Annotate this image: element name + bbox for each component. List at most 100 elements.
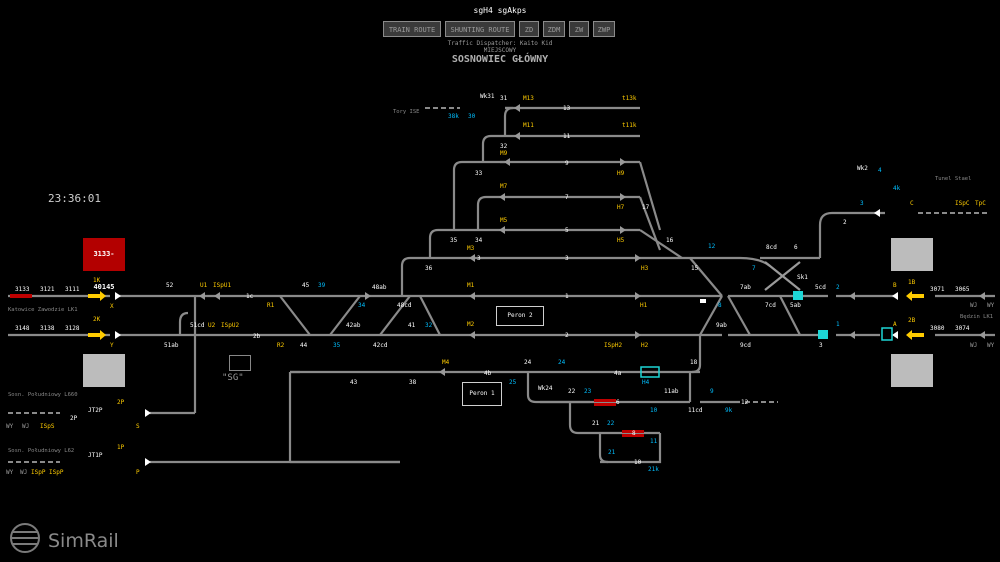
signal-icon[interactable]: [214, 292, 220, 300]
track-label: 38k: [448, 113, 459, 120]
track-label: U1: [200, 282, 208, 289]
signal-icon[interactable]: [469, 292, 475, 300]
track-label: 22: [607, 420, 615, 427]
signal-icon[interactable]: [499, 226, 505, 234]
signal-icon[interactable]: [499, 193, 505, 201]
track-label: S: [136, 423, 140, 430]
track-label: 32: [500, 143, 508, 150]
signal-icon[interactable]: [469, 331, 475, 339]
signal-icon[interactable]: [115, 331, 121, 339]
zwp-button[interactable]: ZWP: [593, 21, 615, 37]
signal-icon[interactable]: [199, 292, 205, 300]
track-label: 21k: [648, 466, 659, 473]
signal-icon[interactable]: [849, 331, 855, 339]
track-label: 21: [608, 449, 616, 456]
occupied-track-6a: [594, 399, 616, 402]
signal-icon[interactable]: [145, 409, 151, 417]
track-label: H1: [640, 302, 648, 309]
signal-icon[interactable]: [514, 104, 520, 112]
track-label: 2P: [117, 399, 125, 406]
signal-icon[interactable]: [635, 292, 641, 300]
track-label: 44: [300, 342, 308, 349]
track-label: 13: [563, 105, 571, 112]
track-label: WY: [6, 423, 14, 430]
track-label: 4k: [893, 185, 901, 192]
track-label: 2B: [908, 317, 916, 324]
block-box-right-bottom: [891, 354, 933, 387]
signal-icon[interactable]: [620, 226, 626, 234]
signal-icon[interactable]: [504, 158, 510, 166]
track-label: 2: [843, 219, 847, 226]
track-label: 51ab: [164, 342, 179, 349]
track-label: 10: [634, 459, 642, 466]
track-label: ISpC: [955, 200, 970, 207]
track-label: 9: [565, 160, 569, 167]
simrail-logo-icon: [10, 523, 40, 553]
track-label: 16: [666, 237, 674, 244]
signal-icon[interactable]: [892, 331, 898, 339]
signal-icon[interactable]: [469, 254, 475, 262]
signal-icon[interactable]: [115, 292, 121, 300]
track-label: JT1P: [88, 452, 103, 459]
track-label: 11: [650, 438, 658, 445]
signal-icon[interactable]: [979, 331, 985, 339]
marker-a: [881, 327, 893, 341]
track-label: P: [136, 469, 140, 476]
zd-button[interactable]: ZD: [519, 21, 539, 37]
signal-icon[interactable]: [365, 292, 371, 300]
occupied-track-8a: [622, 430, 644, 433]
track-label: 7ab: [740, 284, 751, 291]
signal-icon[interactable]: [892, 292, 898, 300]
signal-icon[interactable]: [635, 331, 641, 339]
track-label: 11ab: [664, 388, 679, 395]
occupied-track-8b: [622, 434, 644, 437]
track-label: M13: [523, 95, 534, 102]
direction-arrow-icon: [88, 330, 106, 340]
signal-icon[interactable]: [145, 458, 151, 466]
track-label: WJ: [20, 469, 27, 476]
signal-icon[interactable]: [849, 292, 855, 300]
track-label: 30: [468, 113, 476, 120]
dir-pold62: Sosn. Południowy L62: [8, 448, 75, 454]
track-label: M11: [523, 122, 534, 129]
dispatcher-label: Traffic Dispatcher: Kaito Kid: [447, 40, 553, 47]
tory-isc: Tory ISE: [393, 109, 420, 115]
track-label: 12: [741, 399, 749, 406]
track-label: 3121: [40, 286, 55, 293]
sg-label: "SG": [222, 373, 244, 383]
zw-button[interactable]: ZW: [569, 21, 589, 37]
track-label: 42ab: [346, 322, 361, 329]
signal-icon[interactable]: [620, 193, 626, 201]
track-label: 7cd: [765, 302, 776, 309]
signal-icon[interactable]: [979, 292, 985, 300]
signal-icon[interactable]: [620, 158, 626, 166]
track-label: M2: [467, 321, 475, 328]
signal-icon[interactable]: [439, 368, 445, 376]
signal-icon[interactable]: [635, 254, 641, 262]
track-label: 48ab: [372, 284, 387, 291]
track-label: 6: [794, 244, 798, 251]
track-label: R2: [277, 342, 285, 349]
shunting-route-button[interactable]: SHUNTING ROUTE: [445, 21, 515, 37]
zdm-button[interactable]: ZDM: [543, 21, 565, 37]
track-label: WY: [6, 469, 14, 476]
track-label: 17: [642, 204, 650, 211]
track-label: ISpP: [31, 469, 46, 476]
dir-tunel: Tunel Stael: [935, 176, 972, 182]
signal-icon[interactable]: [874, 209, 880, 217]
train-route-button[interactable]: TRAIN ROUTE: [383, 21, 441, 37]
sg-icon[interactable]: [229, 355, 251, 371]
track-label: 8: [632, 430, 636, 437]
signal-icon[interactable]: [514, 132, 520, 140]
track-label: 3071: [930, 286, 945, 293]
track-label: 25: [509, 379, 517, 386]
status-box[interactable]: 3133-40145: [83, 238, 125, 291]
signals: [115, 104, 985, 466]
simrail-logo-text: SimRail: [48, 530, 119, 552]
track-label: 35: [450, 237, 458, 244]
track-label: 12: [708, 243, 716, 250]
yellow-direction-arrows: [88, 291, 924, 340]
track-label: WJ: [22, 423, 29, 430]
track-label: M7: [500, 183, 508, 190]
